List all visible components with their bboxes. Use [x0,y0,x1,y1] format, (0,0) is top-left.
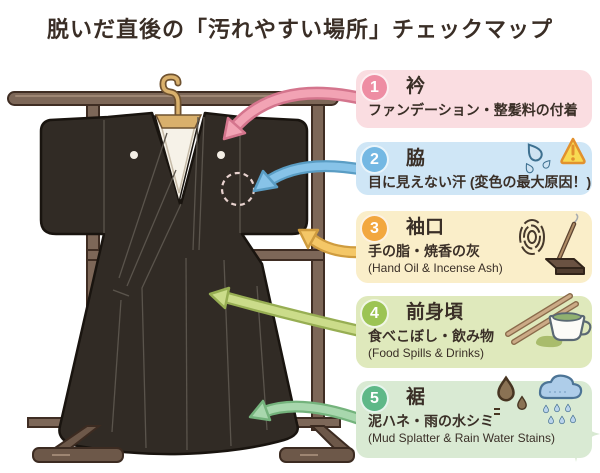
fingerprint-icon [519,219,545,255]
note-desc-collar: ファンデーション・整髪料の付着 [368,102,578,118]
family-crest-right [217,151,225,159]
note-desc-hem: 泥ハネ・雨の水シミ [368,413,494,429]
step-1-badge: 1 [360,73,389,102]
arrow-cuff [297,228,370,259]
note-title-front-body: 前身頃 [406,302,464,323]
teacup-icon [548,312,592,342]
hanger-bar [154,114,203,129]
mud-drops-icon [494,375,527,415]
incense-icon [545,213,585,275]
note-title-collar: 衿 [406,76,426,97]
note-box-armpit: 2 脇 目に見えない汗 (変色の最大原因！) [356,137,592,195]
note-box-collar: 1 衿 ファンデーション・整髪料の付着 [356,70,592,128]
food-and-drink-icons [505,293,592,348]
note-title-cuff: 袖口 [406,217,445,238]
step-4-badge: 4 [360,299,389,328]
note-en-front-body: (Food Spills & Drinks) [368,346,485,360]
arrow-armpit [252,160,370,193]
note-box-front-body: 4 前身頃 食べこぼし・飲み物 (Food Spills & Drinks) [356,293,592,368]
collar-layer-line [159,120,197,194]
oil-and-incense-icons [519,213,585,275]
note-en-cuff: (Hand Oil & Incense Ash) [368,261,503,275]
chopsticks-icon [505,293,579,345]
mud-and-rain-icons [494,374,583,425]
note-title-armpit: 脇 [406,148,426,169]
rack-right-post [311,97,325,431]
hanger-hook-icon [159,73,182,118]
black-kimono [39,111,309,456]
rack-feet [32,425,355,463]
step-5-badge: 5 [360,384,389,413]
sweat-and-warning-icons [525,137,586,174]
note-box-hem: 5 裾 泥ハネ・雨の水シミ (Mud Splatter & Rain Water… [356,374,592,458]
note-desc-armpit: 目に見えない汗 (変色の最大原因！) [368,174,592,190]
arrow-hem [248,399,368,426]
rain-cloud-icon [538,374,583,425]
sweat-drops-icon [525,143,551,174]
step-2-badge: 2 [360,145,389,174]
page-title: 脱いだ直後の「汚れやすい場所」チェックマップ [46,17,553,42]
step-3-badge: 3 [360,214,389,243]
note-title-hem: 裾 [406,387,426,408]
arrow-collar [222,86,375,141]
arrow-front-body [208,286,370,338]
note-en-hem: (Mud Splatter & Rain Water Stains) [368,431,555,445]
family-crest-left [130,151,138,159]
pointer-arrows [208,86,375,426]
note-desc-cuff: 手の脂・焼香の灰 [368,243,480,259]
note-box-cuff: 3 袖口 手の脂・焼香の灰 (Hand Oil & Incense Ash) [356,211,592,283]
note-desc-front-body: 食べこぼし・飲み物 [368,328,494,344]
warning-icon [560,137,586,165]
